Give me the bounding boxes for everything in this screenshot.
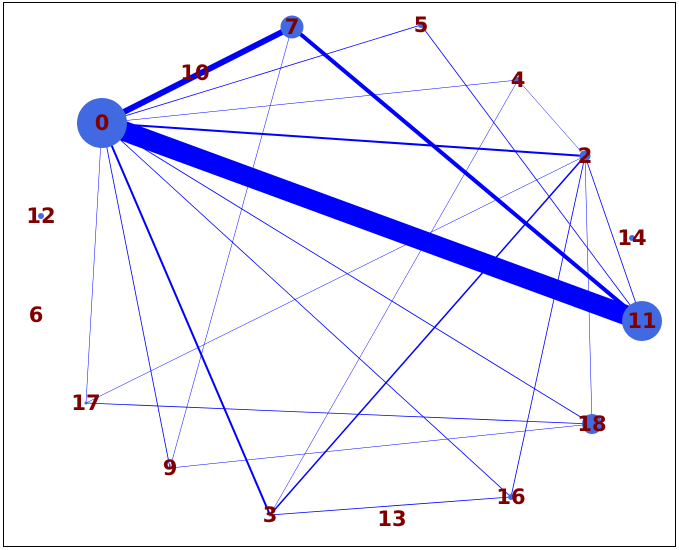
node-label-18: 18	[577, 412, 606, 436]
node-label-17: 17	[71, 391, 100, 415]
node-label-10: 10	[180, 61, 209, 85]
edge-4-2	[517, 79, 586, 157]
node-label-2: 2	[578, 144, 593, 168]
edge-0-4	[101, 79, 519, 124]
node-7	[280, 15, 304, 39]
node-0	[77, 98, 127, 148]
edge-2-18	[584, 155, 593, 425]
edge-0-16	[101, 122, 512, 498]
edge-5-11	[420, 24, 643, 322]
node-2	[579, 150, 591, 162]
nodes-layer	[38, 15, 662, 517]
plot-frame	[3, 2, 676, 547]
node-11	[622, 301, 662, 341]
edge-0-2	[101, 122, 586, 157]
node-17	[84, 401, 88, 405]
labels-layer: 0 2 3 4 5 6 7 9 10 11 12 13 14 16 17 18	[26, 13, 656, 531]
node-label-6: 6	[29, 303, 44, 327]
node-3	[268, 513, 272, 517]
edge-2-3	[269, 155, 586, 516]
edge-7-11	[290, 25, 644, 323]
node-4	[515, 77, 521, 83]
edge-0-5	[101, 24, 422, 124]
node-label-3: 3	[263, 503, 278, 527]
edge-9-18	[169, 423, 593, 469]
edge-2-11	[584, 155, 643, 322]
edge-0-18	[101, 122, 593, 425]
node-18	[582, 414, 602, 434]
node-label-12: 12	[26, 204, 55, 228]
edge-4-3	[269, 79, 519, 516]
node-label-9: 9	[163, 456, 178, 480]
edge-0-3	[101, 122, 271, 516]
node-14	[629, 235, 635, 241]
node-label-4: 4	[511, 68, 526, 92]
edge-17-18	[85, 402, 593, 425]
node-label-7: 7	[285, 15, 300, 39]
edge-0-7	[100, 24, 294, 126]
node-12	[38, 213, 44, 219]
node-5	[418, 22, 424, 28]
edge-0-11	[98, 113, 646, 331]
edge-2-17	[85, 155, 586, 404]
node-label-16: 16	[496, 485, 525, 509]
node-label-11: 11	[627, 309, 656, 333]
node-label-13: 13	[377, 507, 406, 531]
node-16	[508, 494, 514, 500]
node-label-5: 5	[414, 13, 429, 37]
edge-3-16	[269, 496, 512, 516]
edge-2-16	[510, 155, 586, 498]
node-label-14: 14	[617, 226, 646, 250]
edge-0-9	[101, 122, 171, 469]
edge-7-9	[169, 26, 293, 469]
node-9	[168, 466, 172, 470]
node-label-0: 0	[95, 111, 110, 135]
edge-0-17	[85, 122, 103, 404]
edges-layer	[85, 24, 646, 516]
